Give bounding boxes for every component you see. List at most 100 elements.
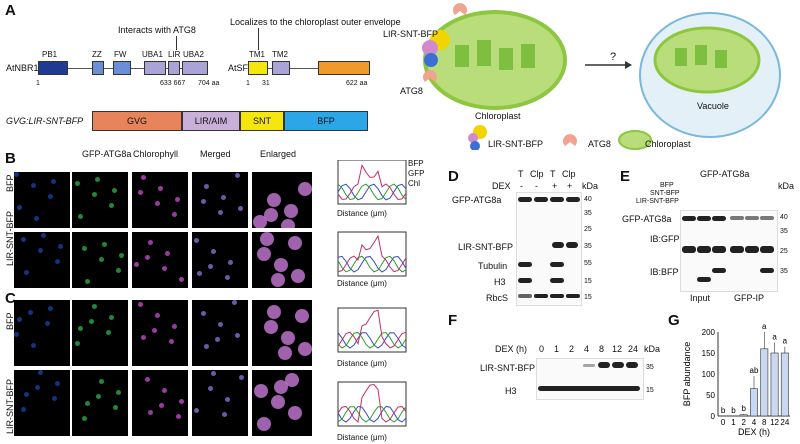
signal-spot [208, 264, 213, 269]
signal-spot [24, 392, 29, 397]
signal-spot [201, 311, 206, 316]
signal-spot [145, 377, 150, 382]
signal-spot [38, 248, 43, 253]
micrograph-tile [14, 232, 70, 288]
chloroplast-schematic [422, 3, 781, 150]
signal-spot [78, 214, 83, 219]
signal-spot [298, 342, 312, 356]
domain-label-uba1: UBA1 [142, 50, 163, 59]
atg8-shape [423, 70, 437, 82]
signal-spot [52, 396, 57, 401]
signal-spot [78, 326, 83, 331]
signal-spot [204, 184, 209, 189]
signal-spot [201, 199, 206, 204]
e-gfpip: GFP-IP [734, 293, 765, 303]
profile-line-bfp [337, 332, 407, 349]
profile-xlabel-4: Distance (μm) [337, 433, 387, 442]
d-col-clp2: Clp [562, 169, 576, 179]
micrograph-tile [72, 300, 128, 366]
e-marker-35b: 35 [780, 268, 788, 275]
d-col-clp1: Clp [530, 169, 544, 179]
blot-band [518, 197, 532, 202]
domain-lir [168, 61, 180, 75]
signal-spot [99, 379, 104, 384]
blot-band [583, 364, 595, 367]
signal-spot [152, 328, 157, 333]
blot-band [697, 216, 711, 221]
sig-letter: a [762, 322, 767, 331]
bar [750, 388, 758, 417]
d-row-lir: LIR-SNT-BFP [458, 242, 514, 252]
legend-chloroplast: Chloroplast [645, 139, 691, 149]
signal-spot [82, 416, 87, 421]
profile-frame [337, 381, 407, 427]
f-row-h3: H3 [505, 386, 517, 396]
signal-spot [274, 258, 288, 272]
blot-band [730, 246, 744, 253]
signal-spot [134, 262, 139, 267]
signal-spot [285, 373, 299, 387]
domain-label-uba2: UBA2 [183, 50, 204, 59]
profile-legend-chl: Chl [408, 179, 421, 188]
signal-spot [225, 275, 230, 280]
panel-letter-d: D [448, 168, 459, 185]
micrograph-tile [132, 232, 188, 288]
bfp-dot [424, 53, 438, 67]
signal-spot [179, 399, 184, 404]
d-sign4: + [567, 181, 573, 191]
signal-spot [257, 247, 271, 261]
signal-spot [51, 179, 56, 184]
signal-spot [175, 197, 180, 202]
profile-line-gfp [337, 183, 407, 201]
signal-spot [172, 324, 177, 329]
domain-zz [92, 61, 104, 75]
profile-line-chl [337, 383, 407, 423]
micrograph-tile [132, 172, 188, 228]
arrow-line [258, 28, 259, 50]
blot-band [518, 278, 532, 283]
signal-spot [148, 240, 153, 245]
blot-band [550, 197, 564, 202]
signal-spot [55, 381, 60, 386]
x-tick-label: 12 [770, 418, 779, 427]
y-axis-label: BFP abundance [682, 342, 692, 406]
signal-spot [116, 390, 121, 395]
signal-spot [176, 414, 181, 419]
atg8-label: ATG8 [400, 86, 423, 96]
signal-spot [95, 177, 100, 182]
e-marker-35: 35 [780, 228, 788, 235]
blot-band [760, 268, 774, 273]
micrograph-tile [132, 370, 188, 436]
blot-band [566, 294, 580, 298]
blot-band [566, 242, 578, 248]
signal-spot [278, 346, 292, 360]
sfr2-mid: 31 [262, 80, 270, 87]
profile-xlabel-1: Distance (μm) [337, 209, 387, 218]
e-input: Input [690, 293, 711, 303]
domain-label-zz: ZZ [92, 50, 102, 59]
e-label-gfp: GFP-ATG8a [622, 214, 672, 224]
signal-spot [239, 375, 244, 380]
signal-spot [92, 304, 97, 309]
signal-spot [96, 394, 101, 399]
signal-spot [28, 310, 33, 315]
legend-lir: LIR-SNT-BFP [488, 139, 544, 149]
signal-spot [14, 332, 19, 337]
d-row-tubulin: Tubulin [478, 261, 508, 271]
signal-spot [221, 195, 226, 200]
d-marker-15b: 15 [584, 294, 592, 301]
sig-letter: b [731, 406, 736, 415]
bar [780, 352, 789, 417]
signal-spot [41, 233, 46, 238]
signal-spot [145, 255, 150, 260]
legend-icons [468, 125, 652, 150]
profile-frame [337, 307, 407, 353]
signal-spot [194, 408, 199, 413]
signal-spot [34, 216, 39, 221]
domain-orange [318, 61, 370, 75]
signal-spot [17, 317, 22, 322]
d-dex: DEX [492, 181, 511, 191]
blot-band [534, 294, 548, 298]
f-time-0: 0 [539, 344, 545, 354]
f-time-12: 12 [612, 344, 623, 354]
